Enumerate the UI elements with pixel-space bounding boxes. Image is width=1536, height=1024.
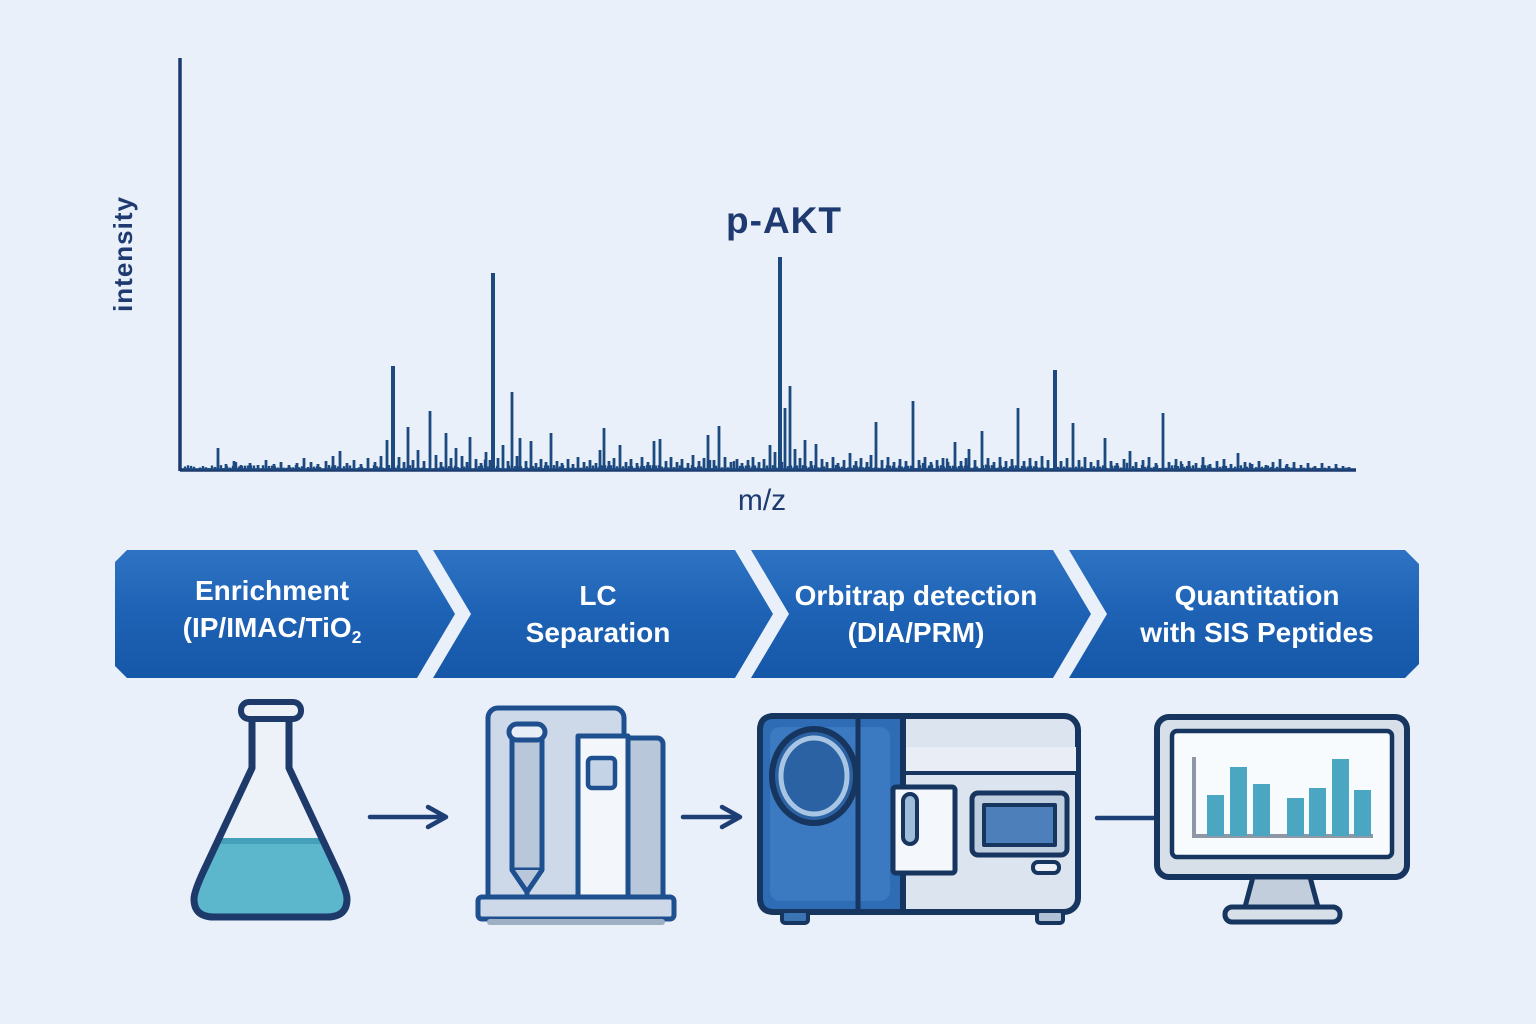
step-label-line1: LC <box>579 580 617 611</box>
spectrum-y-axis-label: intensity <box>108 196 138 312</box>
flask-body <box>194 712 347 917</box>
ms-top-band <box>906 747 1076 773</box>
ms-inlet-oval <box>769 726 859 826</box>
spectrum-peaks <box>183 257 1351 470</box>
ms-button <box>1031 860 1061 875</box>
step-banner-lc-separation: LC Separation <box>433 550 773 678</box>
ms-door-handle <box>901 792 919 846</box>
lc-column <box>509 729 545 873</box>
ms-blue-inner-panel <box>770 727 890 901</box>
step-label-line2: (DIA/PRM) <box>847 617 985 648</box>
lc-display-square <box>585 755 618 791</box>
monitor-base <box>1222 904 1343 925</box>
lc-base-shadow <box>487 919 665 925</box>
step-banner-orbitrap-detection: Orbitrap detection (DIA/PRM) <box>751 550 1091 678</box>
ms-foot-left <box>780 909 810 925</box>
step-label-line1: Quantitation <box>1174 580 1340 611</box>
monitor-icon <box>1154 714 1410 925</box>
ms-screen-bezel <box>969 790 1070 858</box>
monitor-stand <box>1242 874 1321 910</box>
lc-instrument-icon <box>475 705 677 925</box>
step-banner-enrichment: Enrichment (IP/IMAC/TiO2 <box>115 550 455 678</box>
arrow-icon <box>367 804 449 830</box>
step-label-line1: Enrichment <box>194 574 350 606</box>
ms-foot-right <box>1035 909 1065 925</box>
ms-door-panel <box>890 784 958 876</box>
monitor-frame <box>1154 714 1410 880</box>
ms-inlet-oval-highlight <box>778 735 850 817</box>
ms-body <box>757 713 1081 915</box>
workflow-steps: Enrichment (IP/IMAC/TiO2 LC Separation O… <box>0 550 1536 678</box>
flask-outline <box>190 708 351 921</box>
lc-column-tip <box>509 868 545 895</box>
step-label-line2: Separation <box>525 617 671 648</box>
lc-column-cap <box>506 721 548 743</box>
ms-blue-section <box>757 713 906 915</box>
step-label-line1: Orbitrap detection <box>794 580 1038 611</box>
ms-screen <box>982 803 1057 847</box>
lc-front-panel <box>575 733 631 903</box>
flask-rim <box>238 699 304 722</box>
step-label-line2: with SIS Peptides <box>1140 617 1374 648</box>
arrow-icon <box>680 804 743 830</box>
flask-icon <box>190 699 351 921</box>
step-label-line2: (IP/IMAC/TiO <box>182 611 352 643</box>
mass-spectrometer-icon <box>757 713 1081 925</box>
step-banner-quantitation: Quantitation with SIS Peptides <box>1069 550 1419 678</box>
lc-side-panel <box>621 735 666 903</box>
spectrum-x-axis-label: m/z <box>737 484 787 517</box>
p-akt-peak-label: p-AKT <box>726 200 842 241</box>
flask-liquid <box>194 838 347 917</box>
flask-liquid-surface <box>194 838 347 844</box>
monitor-screen <box>1169 728 1395 860</box>
lc-back-panel <box>485 705 627 909</box>
step-label-subscript: 2 <box>351 627 362 648</box>
lc-base <box>475 894 677 922</box>
monitor-bar-chart <box>1207 759 1371 836</box>
